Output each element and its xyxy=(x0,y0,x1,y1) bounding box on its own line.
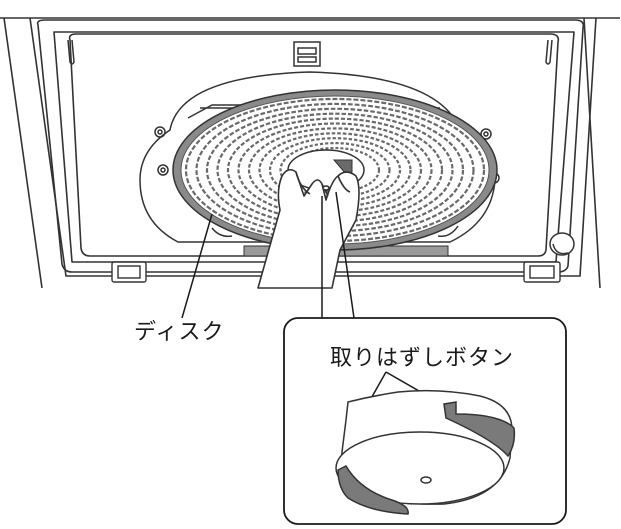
foot-right xyxy=(523,261,561,283)
disc-grille-ring xyxy=(247,127,423,213)
foot-left xyxy=(111,261,147,283)
release-tab-right xyxy=(443,401,516,458)
release-button-tab xyxy=(332,159,353,175)
disc-label: ディスク xyxy=(134,320,225,345)
fingertip-nail xyxy=(322,185,330,191)
center-pin xyxy=(420,476,432,484)
hook-clip-left xyxy=(67,39,75,65)
corner-knob xyxy=(549,232,575,256)
hook-clip-right xyxy=(545,39,553,65)
disc xyxy=(172,89,498,251)
top-latch xyxy=(293,41,321,67)
callout-box xyxy=(283,317,567,525)
release-button-label: 取りはずしボタン xyxy=(330,346,515,371)
hand xyxy=(257,168,360,289)
disc-grille-ring xyxy=(216,112,454,228)
release-button-detail xyxy=(335,389,516,515)
disc-grille-ring xyxy=(279,142,391,199)
release-tab-left xyxy=(337,465,409,515)
